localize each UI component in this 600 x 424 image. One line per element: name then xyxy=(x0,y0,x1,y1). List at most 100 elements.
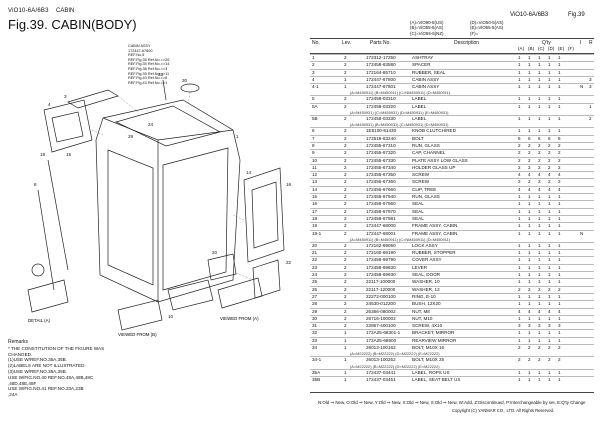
cell-no: 33 xyxy=(312,337,318,343)
cell-no: 15 xyxy=(312,194,318,200)
cell-description: HOLDER GLASS UP xyxy=(412,164,456,170)
row-remark: (A=M22222) (B=M22222) (D=M22222) (E=M222… xyxy=(310,364,594,369)
cell-part-number: 172447-68001 xyxy=(366,230,396,236)
remark-line: USE W/FIG.NO.40 REF.NO.48A,48B,48C xyxy=(8,374,94,380)
cell-qty: 1 xyxy=(538,264,541,270)
cell-part-number: 172455-67340 xyxy=(366,164,396,170)
cell-qty: 1 xyxy=(528,128,531,134)
cell-qty: 2 xyxy=(528,357,531,363)
cell-qty: 4 xyxy=(558,308,561,314)
cell-part-number: 172447-67801 xyxy=(366,84,396,90)
cell-no: 17 xyxy=(312,208,318,214)
leader-line xyxy=(232,214,245,221)
model-legend-right: (D)=ViO50-5(AS) (E)=ViO55-5(AS) (F)= xyxy=(470,20,503,36)
sub-col-b: (B) xyxy=(528,46,535,51)
cell-no: 1 xyxy=(312,55,315,60)
cell-qty: 1 xyxy=(538,230,541,236)
cell-no: 21 xyxy=(312,250,318,256)
cell-lev: 1 xyxy=(344,376,347,382)
cell-qty: 1 xyxy=(528,315,531,321)
cell-part-number: 172458-63580 xyxy=(366,62,396,68)
ref-line: REF.Fig.35 Ref.No.=>26 xyxy=(128,57,170,62)
cell-description: SCREW xyxy=(412,172,430,178)
cabin-roof-edge xyxy=(102,117,234,141)
cell-qty: 1 xyxy=(528,215,531,221)
cell-qty: 2 xyxy=(548,157,551,163)
cell-qty: 1 xyxy=(548,315,551,321)
roof-panel xyxy=(115,105,221,147)
viewed-from-a-label: VIEWED FROM (A) xyxy=(220,316,259,321)
cell-qty: 2 xyxy=(528,344,531,350)
cell-no: 5 xyxy=(312,96,315,102)
exploded-diagram: 24 30 33 3 4 19 8 14 16 22 20 10 15 1 29… xyxy=(8,40,308,338)
cell-part-number: 172312-17250 xyxy=(366,55,396,60)
door-window xyxy=(251,181,279,249)
cell-description: BRACKET, MIRROR xyxy=(412,330,455,336)
cell-qty: 1 xyxy=(528,69,531,75)
cell-qty: 1 xyxy=(528,264,531,270)
cell-part-number: 172458-03330 xyxy=(366,116,396,122)
cell-qty: 1 xyxy=(548,84,551,90)
cell-description: SEAL, DOOR xyxy=(412,272,441,278)
cell-qty: 2 xyxy=(558,150,561,156)
row-remark: (A=M22222) (B=M22222) (D=M22222) (E=M222… xyxy=(310,351,594,356)
callout-label: 14 xyxy=(246,170,252,175)
cell-qty: 1 xyxy=(558,103,561,109)
cell-qty: 1 xyxy=(518,250,521,256)
cell-qty: 1 xyxy=(558,69,561,75)
cell-part-number: 172160-69190 xyxy=(366,250,396,256)
cell-part-number: 172458-69930 xyxy=(366,272,396,278)
cell-lev: 2 xyxy=(344,69,347,75)
cell-no: 6 xyxy=(312,128,315,134)
cell-qty: 1 xyxy=(538,250,541,256)
col-parts-no: Parts No. xyxy=(370,40,391,46)
cell-qty: 1 xyxy=(528,55,531,60)
cell-description: LABEL xyxy=(412,96,427,102)
cell-description: BOLT, M10X 25 xyxy=(412,357,445,363)
cell-description: SCREW xyxy=(412,179,430,185)
cell-qty: 2 xyxy=(518,286,521,292)
cell-no: 14 xyxy=(312,186,318,192)
